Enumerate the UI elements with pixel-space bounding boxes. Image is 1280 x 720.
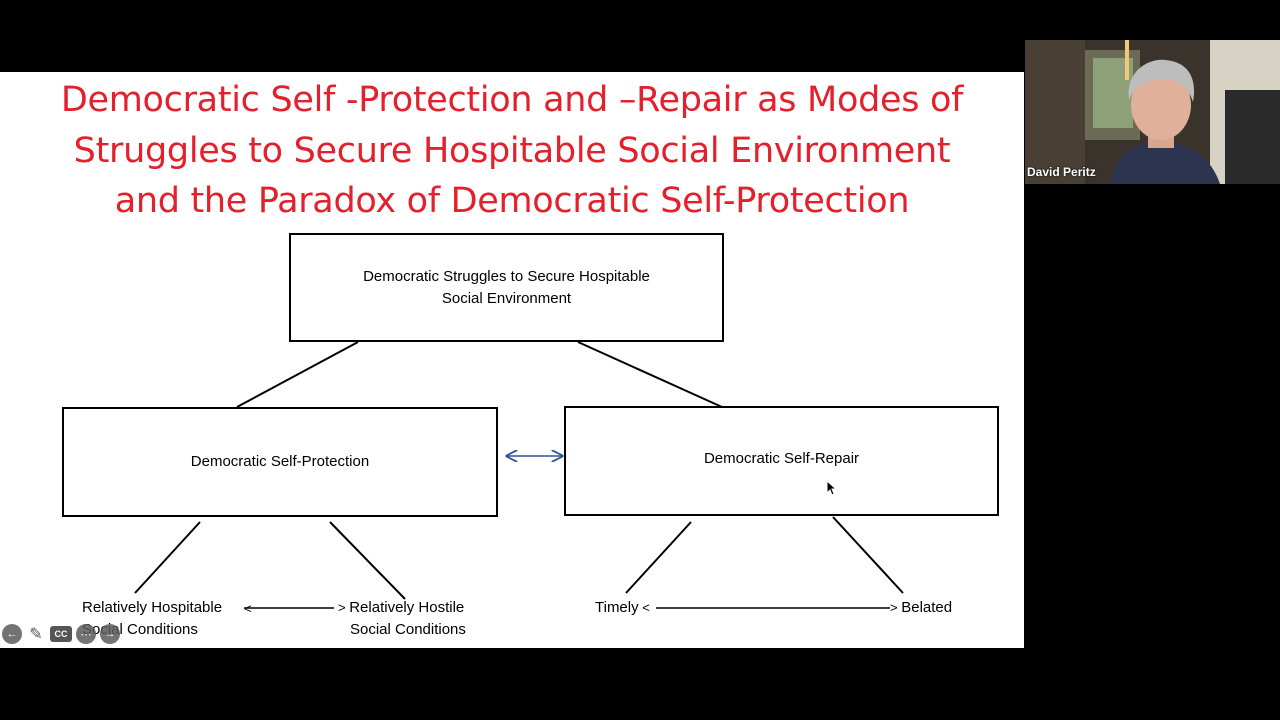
slide-title: Democratic Self -Protection and –Repair … [0,75,1024,227]
participant-video[interactable]: David Peritz [1025,40,1280,184]
self-protection-box: Democratic Self-Protection [62,407,498,517]
connector-left-a [134,521,201,594]
left-angle-mark: < [244,601,252,616]
connector-top-right [577,341,723,408]
slide-title-line-2: Struggles to Secure Hospitable Social En… [73,130,951,171]
presentation-slide: Democratic Self -Protection and –Repair … [0,72,1024,648]
settings-icon[interactable]: ⋯ [76,624,96,644]
connector-right-a [625,521,692,594]
participant-video-feed [1025,40,1280,184]
mouse-cursor-icon [826,480,838,496]
hostile-conditions-label: > Relatively Hostile Social Conditions [338,599,466,638]
self-protection-label: Democratic Self-Protection [190,453,370,470]
forward-arrow-icon[interactable]: → [100,624,120,644]
diagram-connectors [134,341,904,609]
participant-name: David Peritz [1027,165,1096,179]
back-arrow-icon[interactable]: ← [2,624,22,644]
self-repair-box: Democratic Self-Repair [564,406,999,516]
player-controls: ← ✎ CC ⋯ → [2,624,120,644]
connector-left-b [329,521,406,600]
belated-label: > Belated [890,599,953,616]
slide-title-line-1: Democratic Self -Protection and –Repair … [60,80,964,120]
top-box-line-2: Social Environment [441,289,572,307]
slide-title-line-3: and the Paradox of Democratic Self-Prote… [114,181,910,221]
connector-top-left [236,341,359,408]
timely-label: Timely < [595,599,650,616]
self-repair-label: Democratic Self-Repair [703,450,860,467]
closed-captions-icon[interactable]: CC [50,626,72,642]
top-box: Democratic Struggles to Secure Hospitabl… [289,233,724,342]
connector-right-b [832,516,904,594]
pencil-icon[interactable]: ✎ [29,626,43,643]
top-box-line-1: Democratic Struggles to Secure Hospitabl… [363,267,650,285]
